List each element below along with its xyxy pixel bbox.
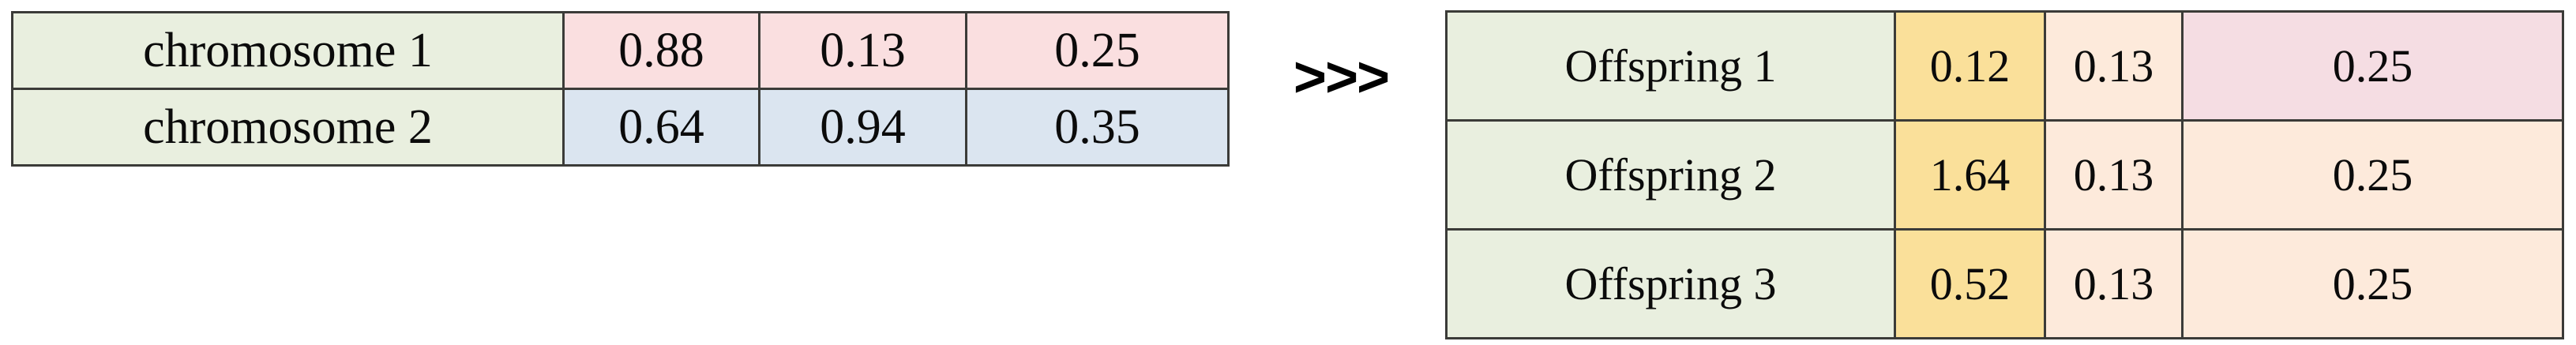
offspring-gene-cell: 0.13	[2044, 228, 2184, 339]
offspring-row-label: Offspring 2	[1445, 119, 1896, 231]
triple-chevron-right-icon: >>>	[1293, 46, 1390, 109]
parent-gene-cell: 0.88	[562, 11, 760, 90]
table-row: chromosome 1 0.88 0.13 0.25	[11, 11, 1230, 90]
offspring-gene-cell: 0.13	[2044, 119, 2184, 231]
parent-gene-cell: 0.13	[758, 11, 967, 90]
offspring-gene-cell: 0.12	[1894, 10, 2046, 122]
offspring-row-label: Offspring 3	[1445, 228, 1896, 339]
offspring-gene-cell: 0.52	[1894, 228, 2046, 339]
offspring-gene-cell: 0.25	[2181, 119, 2564, 231]
parent-gene-cell: 0.94	[758, 88, 967, 167]
parent-row-label: chromosome 1	[11, 11, 565, 90]
offspring-gene-cell: 0.25	[2181, 10, 2564, 122]
offspring-gene-cell: 0.13	[2044, 10, 2184, 122]
offspring-table: Offspring 1 0.12 0.13 0.25 Offspring 2 1…	[1445, 10, 2564, 339]
table-row: Offspring 2 1.64 0.13 0.25	[1445, 119, 2564, 231]
table-row: Offspring 1 0.12 0.13 0.25	[1445, 10, 2564, 122]
parent-gene-cell: 0.35	[965, 88, 1230, 167]
offspring-row-label: Offspring 1	[1445, 10, 1896, 122]
table-row: Offspring 3 0.52 0.13 0.25	[1445, 228, 2564, 339]
parent-gene-cell: 0.64	[562, 88, 760, 167]
parents-chromosome-table: chromosome 1 0.88 0.13 0.25 chromosome 2…	[11, 11, 1230, 167]
parent-gene-cell: 0.25	[965, 11, 1230, 90]
table-row: chromosome 2 0.64 0.94 0.35	[11, 88, 1230, 167]
offspring-gene-cell: 1.64	[1894, 119, 2046, 231]
offspring-gene-cell: 0.25	[2181, 228, 2564, 339]
parent-row-label: chromosome 2	[11, 88, 565, 167]
